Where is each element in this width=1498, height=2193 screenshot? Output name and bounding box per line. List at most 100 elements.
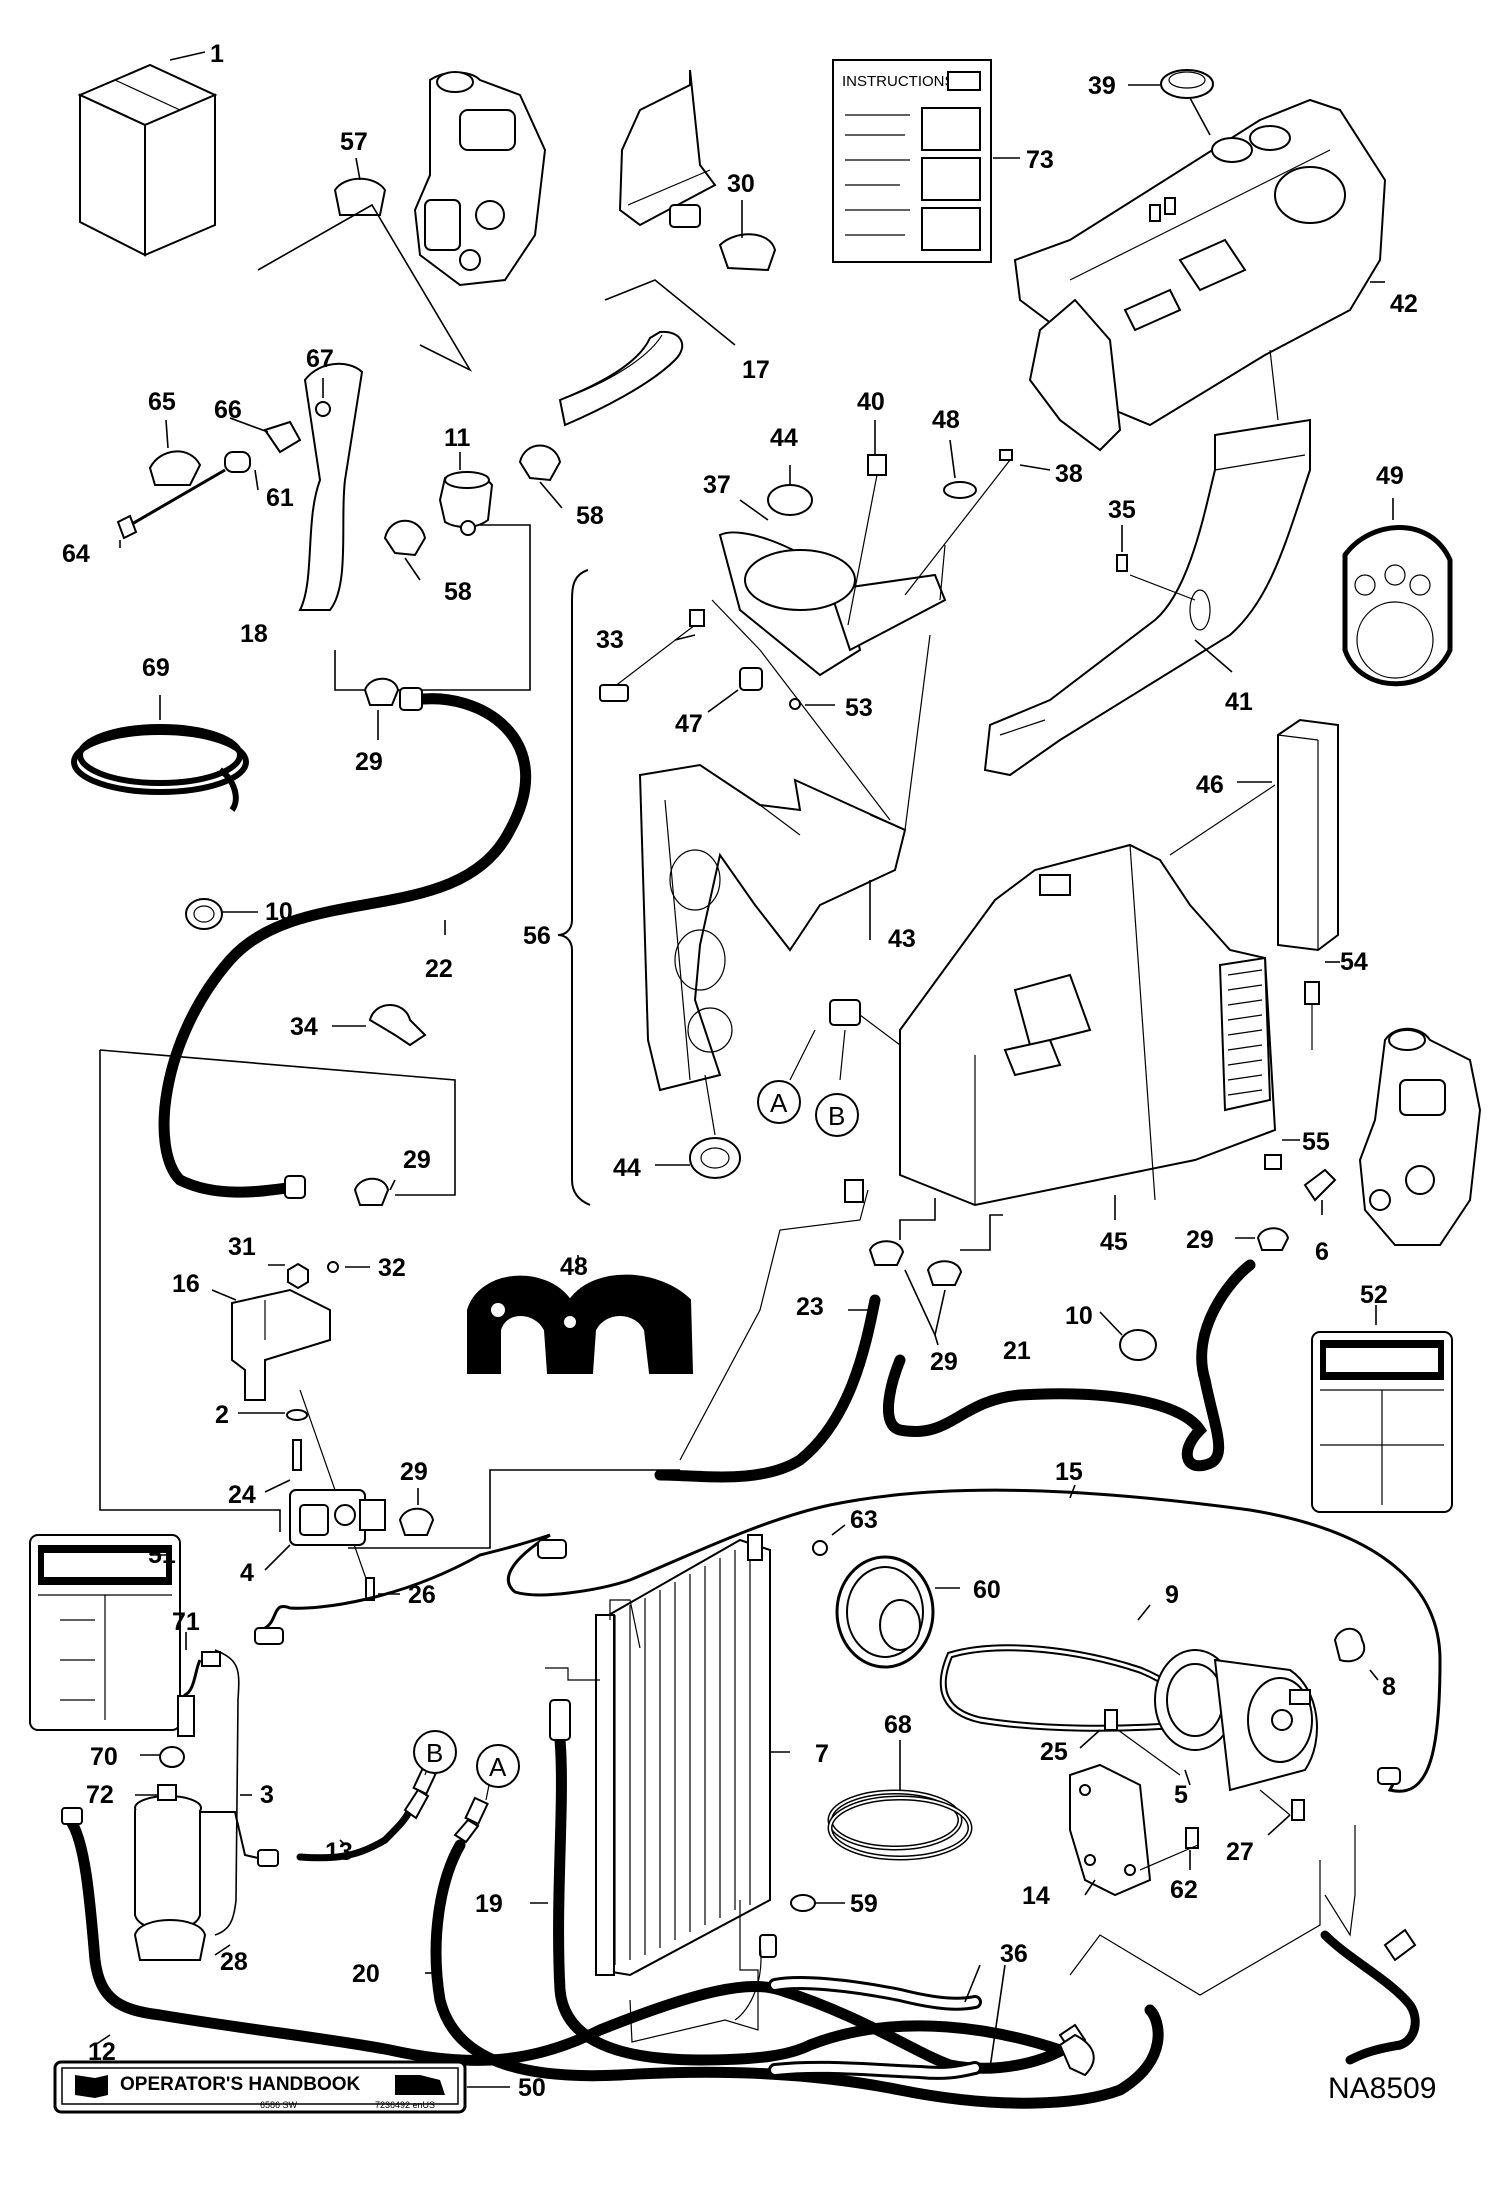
callout-39: 39 (1088, 72, 1116, 100)
callout-19: 19 (475, 1890, 503, 1918)
callout-29d: 29 (930, 1348, 958, 1376)
callout-43: 43 (888, 925, 916, 953)
part-48-gasket (943, 481, 977, 499)
part-70-switch (159, 1746, 185, 1768)
part-54-screw (1304, 981, 1320, 1005)
part-62-bolt (1185, 1827, 1199, 1849)
callout-10b: 10 (1065, 1302, 1093, 1330)
part-28-bracket (133, 1919, 207, 1961)
callout-68: 68 (884, 1711, 912, 1739)
part-59-cap (790, 1894, 816, 1912)
callout-20: 20 (352, 1960, 380, 1988)
callout-60: 60 (973, 1576, 1001, 1604)
callout-21: 21 (1003, 1337, 1031, 1365)
part-23-hose (654, 1294, 881, 1483)
part-45-heater-box (899, 843, 1277, 1207)
part-71-switch (201, 1651, 221, 1667)
part-71-body (177, 1695, 195, 1737)
callout-40: 40 (857, 388, 885, 416)
connector-label-b: B (828, 1101, 845, 1131)
callout-51: 51 (148, 1541, 176, 1569)
instructions-title: INSTRUCTIONS (842, 73, 955, 90)
connector-circles (413, 1080, 859, 1788)
part-29-clamp-d2 (926, 1260, 963, 1286)
callout-labels: 1 57 30 73 39 42 67 17 65 66 11 40 48 44… (62, 40, 1418, 2102)
callout-41: 41 (1225, 688, 1253, 716)
connector-label-a: A (770, 1088, 788, 1118)
connector-label-b2: B (426, 1738, 443, 1768)
callout-27: 27 (1226, 1838, 1254, 1866)
callout-8: 8 (1382, 1673, 1396, 1701)
part-57-heater-valve (413, 71, 547, 287)
callout-55: 55 (1302, 1128, 1330, 1156)
part-31-nut (287, 1262, 309, 1290)
callout-30: 30 (727, 170, 755, 198)
part-10-grommet-b (1119, 1329, 1157, 1361)
callout-16: 16 (172, 1270, 200, 1298)
callout-73: 73 (1026, 146, 1054, 174)
callout-64: 64 (62, 540, 90, 568)
part-41-duct (983, 418, 1311, 777)
part-60-pulley (835, 1555, 935, 1669)
part-30-outlet-duct (618, 69, 777, 272)
part-47-connector (739, 667, 763, 691)
part-61-spacer (224, 451, 251, 473)
part-13-hose (296, 1806, 414, 1862)
callout-15: 15 (1055, 1458, 1083, 1486)
handbook-title: OPERATOR'S HANDBOOK (120, 2074, 361, 2095)
callout-71: 71 (172, 1608, 200, 1636)
part-67-washer (315, 401, 331, 417)
connector-label-a2: A (489, 1752, 507, 1782)
part-heater-valve-right (1358, 1027, 1482, 1246)
part-5-compressor (1154, 1649, 1318, 1792)
part-fitting-a (453, 1818, 480, 1844)
part-51-decal (29, 1534, 181, 1731)
part-connector-ab (829, 999, 861, 1026)
callout-29b: 29 (403, 1146, 431, 1174)
callout-11: 11 (444, 424, 471, 452)
part-29-clamp-a (363, 677, 400, 706)
part-19-hose (553, 1734, 1066, 2066)
part-8-clip (1333, 1627, 1366, 1663)
part-42-console (1013, 98, 1387, 452)
callout-56: 56 (523, 922, 551, 950)
callout-23: 23 (796, 1293, 824, 1321)
callout-52: 52 (1360, 1281, 1388, 1309)
part-6-fitting (1303, 1168, 1337, 1202)
part-40-connector (867, 454, 887, 476)
callout-57: 57 (340, 128, 368, 156)
callout-29a: 29 (355, 748, 383, 776)
part-29-clamp-b (353, 1177, 390, 1206)
part-44-grommet-a (767, 484, 813, 516)
callout-4: 4 (240, 1559, 254, 1587)
callout-5: 5 (1174, 1781, 1188, 1809)
part-48-bezel-decal (467, 1274, 694, 1374)
callout-61: 61 (266, 484, 294, 512)
callout-44b: 44 (613, 1154, 641, 1182)
callout-50: 50 (518, 2074, 546, 2102)
callout-31: 31 (228, 1233, 256, 1261)
part-65-clamp (148, 450, 202, 486)
callout-59: 59 (850, 1890, 878, 1918)
callout-35: 35 (1108, 496, 1136, 524)
part-21-hose (882, 1259, 1256, 1472)
part-17-hose (558, 330, 684, 427)
callout-32: 32 (378, 1254, 406, 1282)
callout-6: 6 (1315, 1238, 1329, 1266)
part-16-bracket (231, 1288, 331, 1401)
part-55-clip (1264, 1154, 1282, 1170)
callout-29c: 29 (1186, 1226, 1214, 1254)
callout-12: 12 (88, 2038, 116, 2066)
part-29-clamp-e (398, 1507, 435, 1536)
handbook-code-right: 7236492 enUS (375, 2100, 435, 2110)
part-14-bracket (1069, 1763, 1152, 1897)
part-1-kit-box (77, 63, 218, 257)
callout-33: 33 (596, 626, 624, 654)
part-58-clamp-b (383, 519, 427, 557)
part-12-hose (64, 1814, 1076, 2074)
callout-14: 14 (1022, 1882, 1050, 1910)
callout-22: 22 (425, 955, 453, 983)
part-20-hose (430, 1839, 1164, 2109)
part-73-instructions-sheet: INSTRUCTIONS (832, 59, 992, 263)
